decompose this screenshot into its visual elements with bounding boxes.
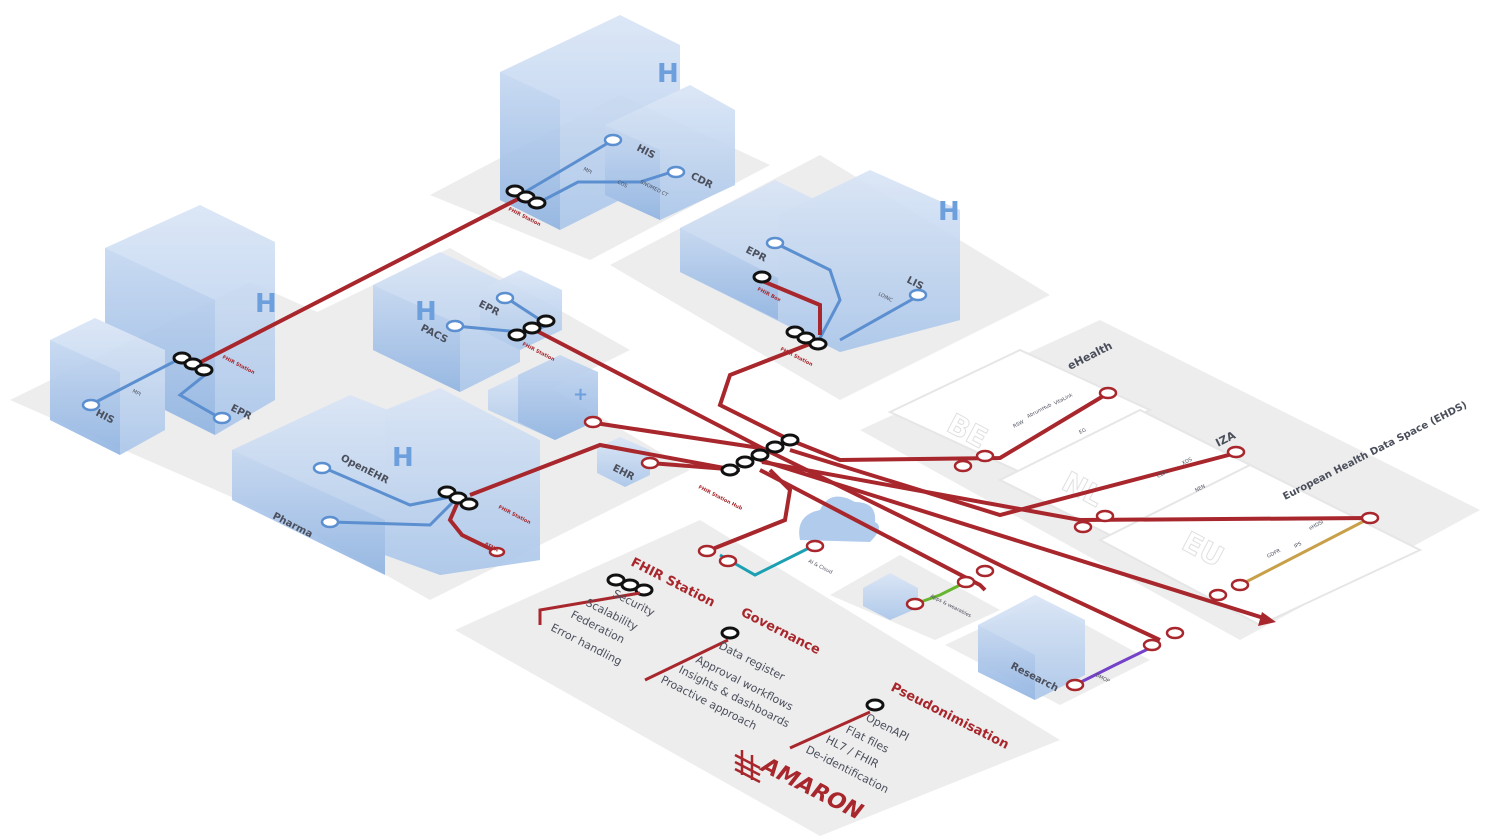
legend-governance-icon <box>720 626 740 640</box>
lis-node[interactable] <box>908 288 928 302</box>
atna-node[interactable] <box>488 546 506 558</box>
clinic-cross-icon: + <box>573 384 588 405</box>
ai-node[interactable] <box>805 539 825 553</box>
svg-text:NEN: NEN <box>1194 483 1206 493</box>
svg-text:EG: EG <box>1078 427 1087 436</box>
buildings <box>50 15 1085 700</box>
be-node[interactable] <box>975 449 995 463</box>
legend-pseudonimisation-icon <box>865 698 885 712</box>
fhir-station-west[interactable] <box>172 351 214 377</box>
epr-node[interactable] <box>765 236 785 250</box>
eu-node[interactable] <box>1208 588 1228 602</box>
nl-node[interactable] <box>1073 520 1093 534</box>
clinic-node[interactable] <box>583 415 603 429</box>
hospital-icon: H <box>415 297 437 327</box>
pharma-node[interactable] <box>320 515 340 529</box>
pacs-node[interactable] <box>445 319 465 333</box>
svg-text:XDS: XDS <box>1181 457 1193 467</box>
cloud-node[interactable] <box>697 544 717 558</box>
epr-node[interactable] <box>212 411 232 425</box>
ehr-node[interactable] <box>640 456 660 470</box>
omop-node[interactable] <box>1065 678 1085 692</box>
eu-node[interactable] <box>1230 578 1250 592</box>
svg-text:RSW: RSW <box>1012 419 1025 430</box>
his-node[interactable] <box>603 133 623 147</box>
eu-arrow-icon <box>1258 612 1276 626</box>
hospital-icon: H <box>392 443 414 473</box>
wearable-node[interactable] <box>905 597 925 611</box>
research-node[interactable] <box>1142 638 1162 652</box>
fhir-station-southwest[interactable] <box>437 485 479 511</box>
fhir-station-hub[interactable] <box>720 433 800 477</box>
apps-node[interactable] <box>975 564 995 578</box>
internal-endpoints <box>81 133 928 529</box>
ehds-node[interactable] <box>1360 511 1380 525</box>
his-node[interactable] <box>81 398 101 412</box>
openehr-node[interactable] <box>312 461 332 475</box>
hospital-icon: H <box>657 59 679 89</box>
svg-text:CDA: CDA <box>1156 469 1169 479</box>
epr-node[interactable] <box>495 291 515 305</box>
hospital-icon: H <box>255 289 277 319</box>
red-nodes <box>488 386 1380 692</box>
svg-text:CDS: CDS <box>616 179 628 189</box>
fhir-station-east[interactable] <box>785 325 828 351</box>
fhir-station-north[interactable] <box>505 184 547 210</box>
iza-node[interactable] <box>1226 445 1246 459</box>
be-node[interactable] <box>953 459 973 473</box>
amaron-mark-icon <box>734 750 761 784</box>
research-node[interactable] <box>1165 626 1185 640</box>
hospital-icon: H <box>938 197 960 227</box>
fhir-station-center[interactable] <box>507 314 556 342</box>
svg-text:MPI: MPI <box>131 388 142 397</box>
svg-text:FHIR Station Hub: FHIR Station Hub <box>697 484 743 512</box>
fhir-box-node[interactable] <box>752 270 772 284</box>
ehealth-node[interactable] <box>1098 386 1118 400</box>
svg-text:IPS: IPS <box>1293 541 1303 550</box>
trunk-lines <box>194 196 1371 642</box>
hospital-signs: H H H H H + <box>255 59 960 473</box>
fhir-stations <box>172 184 885 712</box>
svg-text:MPI: MPI <box>582 166 593 175</box>
cloud-node[interactable] <box>718 554 738 568</box>
svg-text:AI & Cloud: AI & Cloud <box>807 558 833 575</box>
apps-node[interactable] <box>956 575 976 589</box>
legend-station-icon <box>606 573 654 597</box>
nl-node[interactable] <box>1095 509 1115 523</box>
cdr-node[interactable] <box>666 165 686 179</box>
